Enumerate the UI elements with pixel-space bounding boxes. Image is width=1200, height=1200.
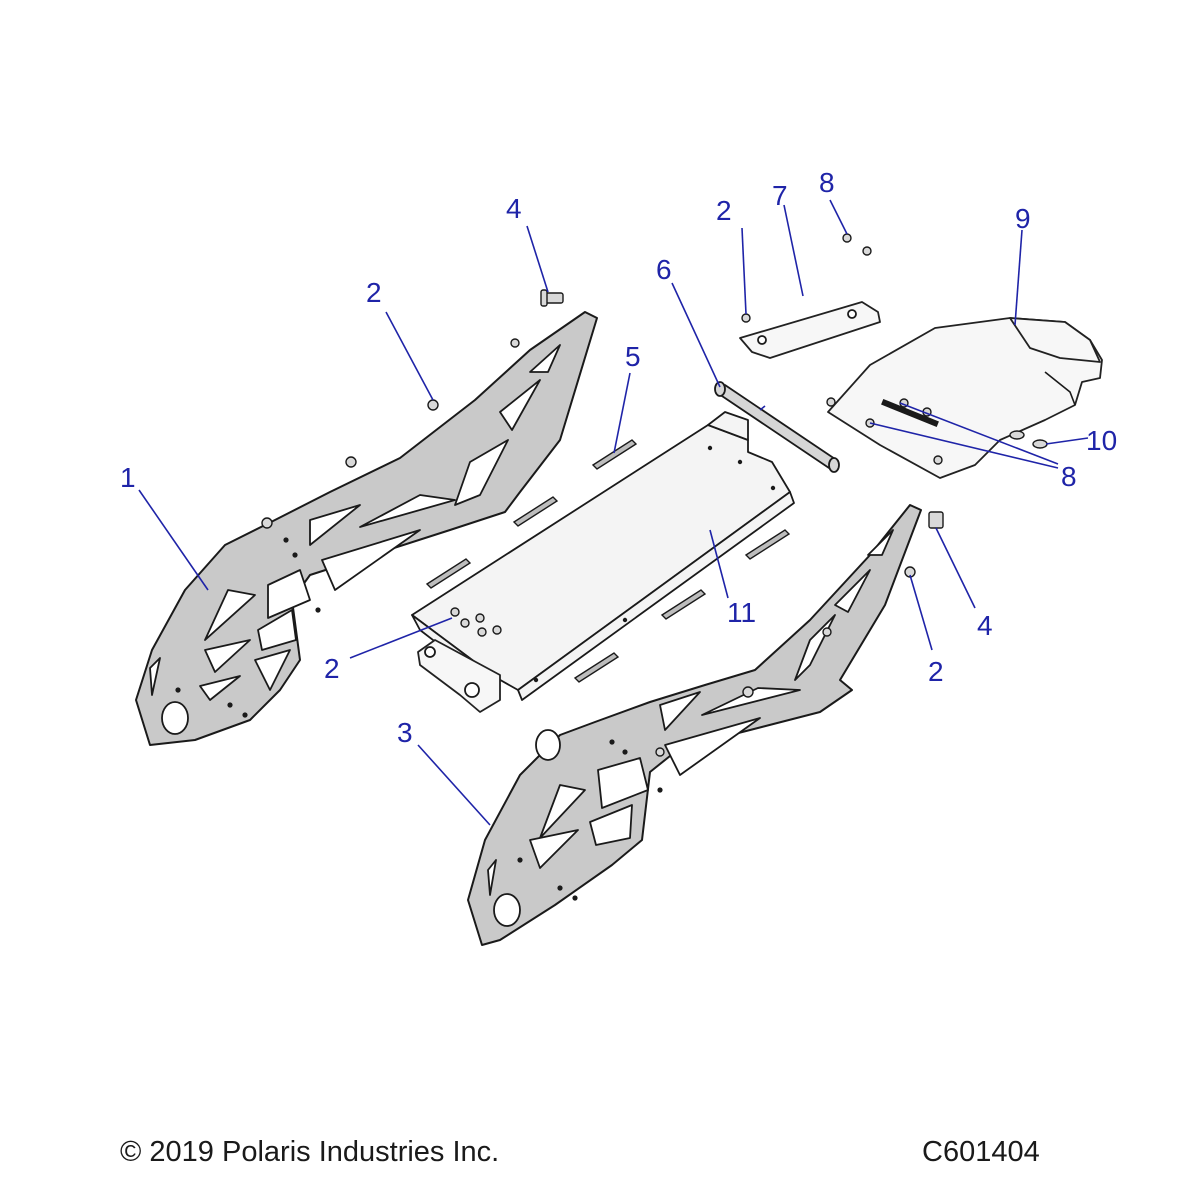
callout-8: 8 [1061, 461, 1077, 492]
mount-plate [739, 301, 881, 359]
callout-2: 2 [324, 653, 340, 684]
callout-8: 8 [819, 167, 835, 198]
trim-strips [425, 439, 791, 683]
callout-10: 10 [1086, 425, 1117, 456]
fasteners [261, 233, 1048, 757]
callout-2: 2 [928, 656, 944, 687]
callout-11: 11 [727, 597, 756, 628]
cross-tube [714, 381, 840, 473]
callout-5: 5 [625, 341, 641, 372]
callout-6: 6 [656, 254, 672, 285]
callout-2: 2 [366, 277, 382, 308]
tray-bracket [417, 639, 501, 713]
callout-7: 7 [772, 180, 788, 211]
diagram-code: C601404 [922, 1136, 1040, 1168]
callout-1: 1 [120, 462, 136, 493]
callout-2: 2 [716, 195, 732, 226]
callout-3: 3 [397, 717, 413, 748]
callout-4: 4 [977, 610, 993, 641]
leader-lines [138, 199, 1089, 826]
side-frame-plate-left [135, 311, 598, 746]
rear-cover-panel [827, 317, 1103, 479]
callout-labels: 1 2 2 2 2 3 4 4 5 6 7 8 8 9 10 11 [120, 167, 1117, 748]
callout-9: 9 [1015, 203, 1031, 234]
copyright-notice: © 2019 Polaris Industries Inc. [120, 1136, 500, 1168]
side-frame-plate-right [467, 504, 922, 946]
callout-4: 4 [506, 193, 522, 224]
